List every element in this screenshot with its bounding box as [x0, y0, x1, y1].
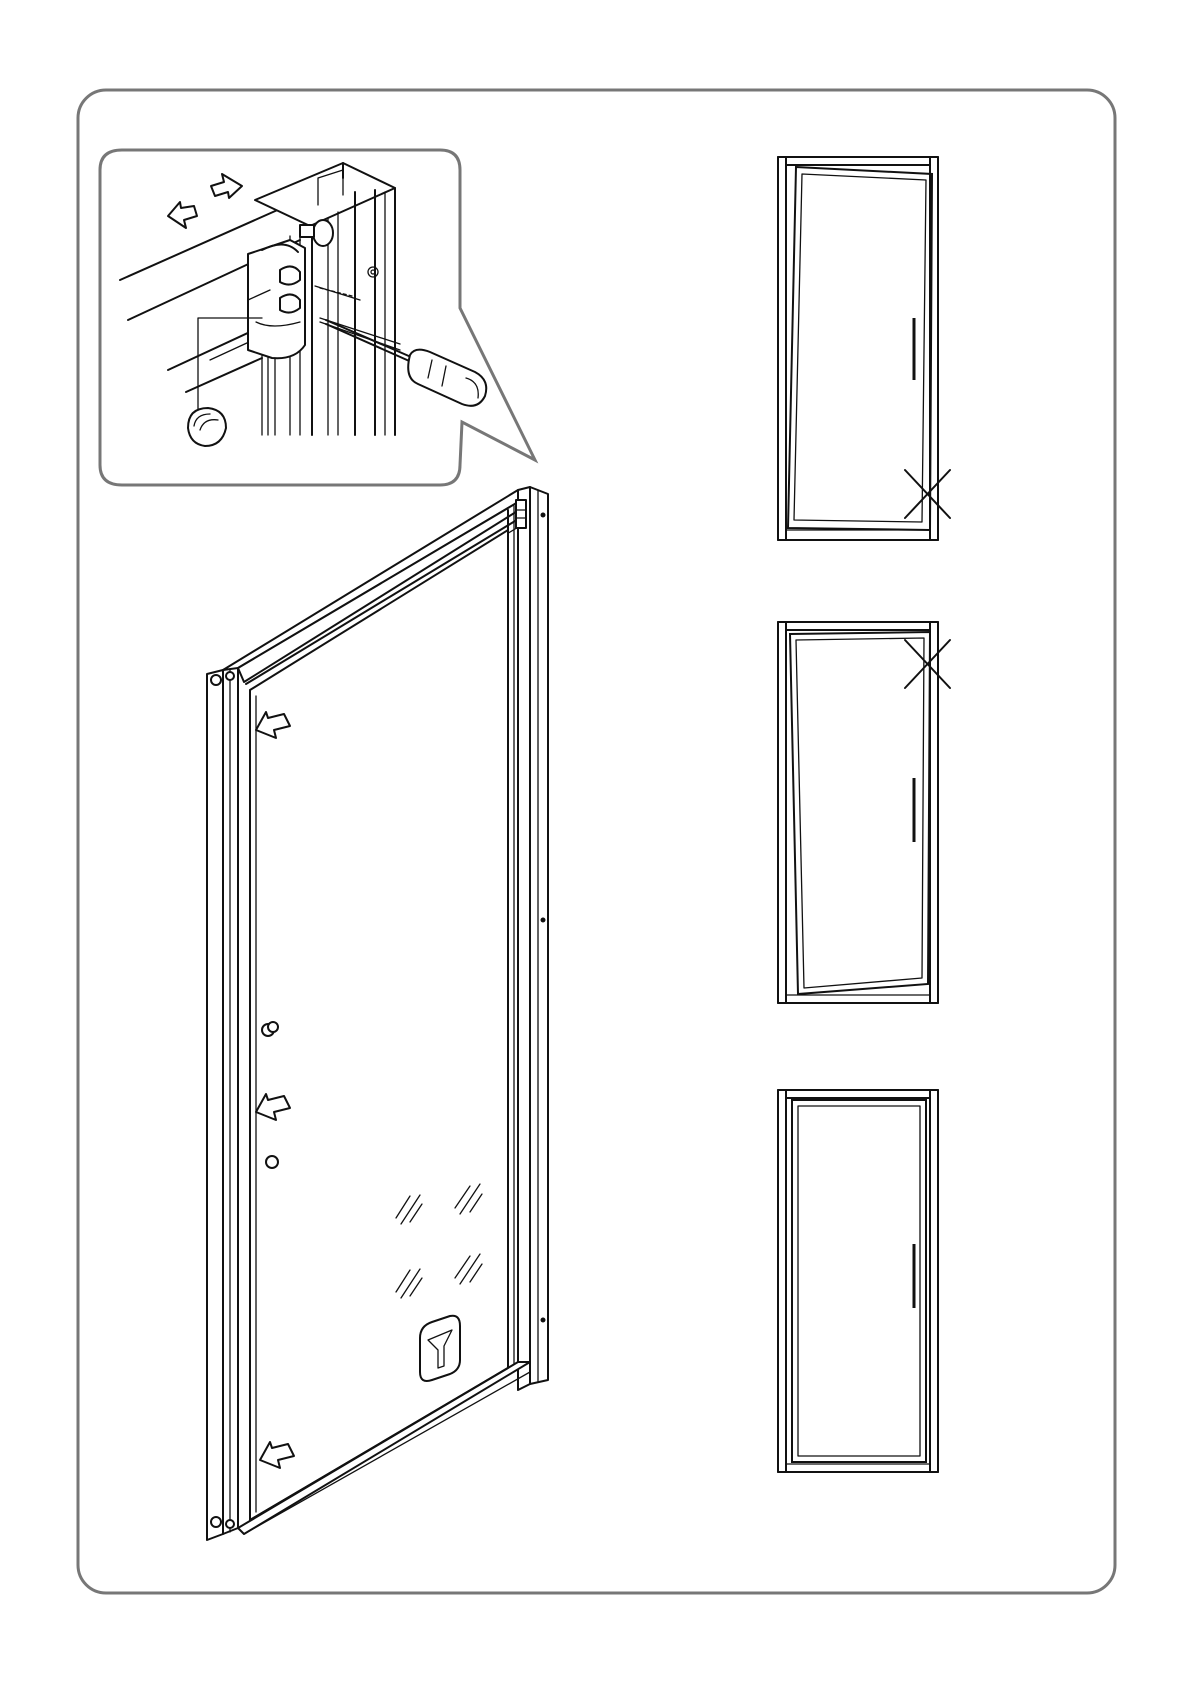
right-hinge-profile [518, 487, 530, 1390]
door-state-aligned [778, 1090, 938, 1472]
cross-mark-icon [905, 640, 950, 688]
hinge-detail-callout [100, 150, 535, 485]
cross-mark-icon [905, 470, 950, 518]
shower-door-perspective [207, 487, 548, 1540]
hinge-block [248, 220, 333, 358]
door-state-tilted-bottom-gap [778, 157, 950, 540]
cap-icon [188, 408, 226, 446]
adjust-arrow-icon [168, 174, 242, 228]
glass-panel [250, 530, 508, 1520]
left-wall-profile [207, 670, 223, 1540]
door-state-tilted-top-gap [778, 622, 950, 1003]
logo-icon [420, 1316, 460, 1381]
